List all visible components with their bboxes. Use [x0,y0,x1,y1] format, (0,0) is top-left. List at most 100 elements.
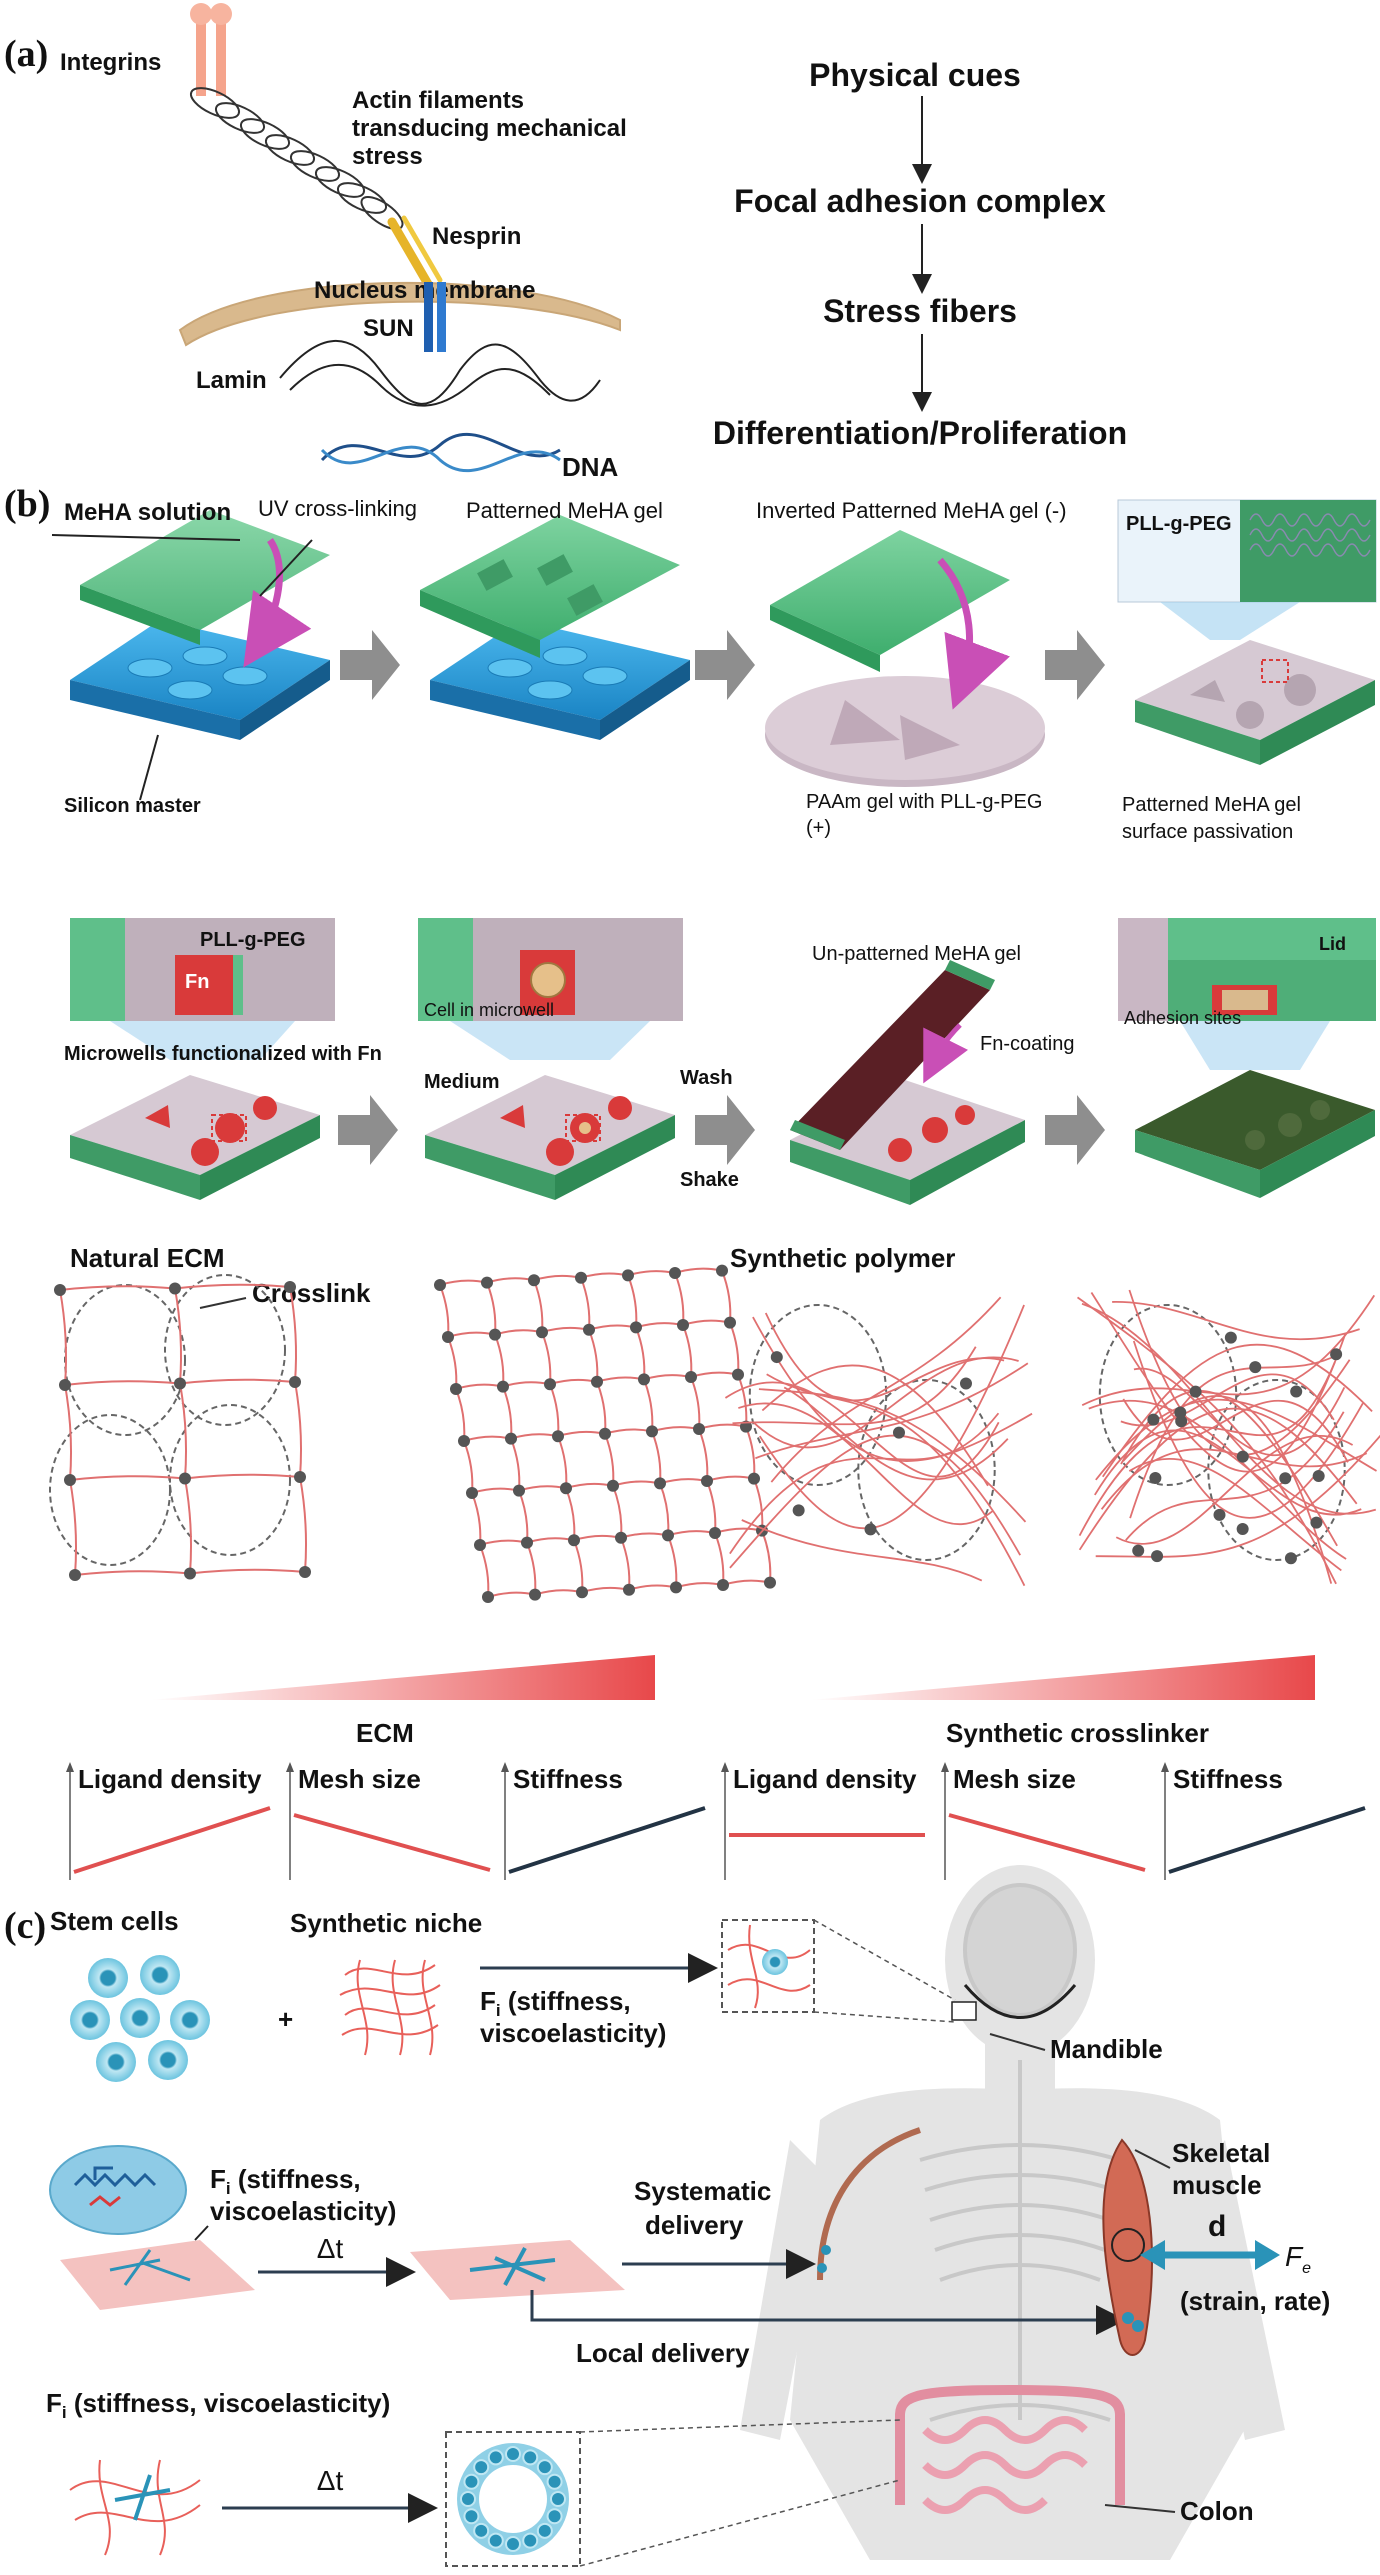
lamin-icon [279,340,601,405]
step-arrow-6 [1045,1095,1105,1165]
crosslink-node [560,1482,572,1495]
crosslink-node [685,1371,697,1383]
actin-label-line1: Actin filaments [352,87,524,114]
displacement-label: d [1208,2210,1226,2243]
mandible-label: Mandible [1050,2034,1163,2064]
flow-step-2: Focal adhesion complex [734,183,1106,219]
lid-adhesion-inset [1118,918,1376,1070]
paam-label-line1: PAAm gel with PLL-g-PEG [806,791,1042,813]
lid-label: Lid [1319,934,1346,954]
crosslink-node [169,1282,181,1295]
nesprin-label: Nesprin [432,223,521,250]
microwell-gel-2 [425,1075,675,1200]
local-delivery-label: Local delivery [576,2338,750,2368]
patterned-gel-on-master [420,515,690,740]
panel-c: (c) Mandible Stem cells [4,1865,1330,2567]
fi3-label: Fi (stiffness, viscoelasticity) [46,2388,390,2422]
trend-line [508,1806,706,1874]
cell-cluster-network-icon [69,2459,201,2556]
fi1-label: Fi (stiffness, [480,1986,631,2020]
medium-label: Medium [424,1071,500,1093]
panel-a-letter: (a) [4,33,48,75]
skeletal-label-line1: Skeletal [1172,2138,1270,2168]
crosslink-node [1224,1331,1237,1344]
organoid-icon [445,2419,901,2567]
crosslink-node [466,1487,478,1499]
trend-plot: Stiffness [1161,1762,1366,1880]
colon-icon [895,2384,1125,2514]
crosslink-node [513,1484,525,1497]
trend-plot-title: Mesh size [298,1764,421,1794]
crosslink-node [770,1351,783,1364]
crosslink-node [709,1527,721,1539]
trend-plot: Stiffness [501,1762,706,1880]
delta-t-2: Δt [317,2465,344,2496]
natural-ecm-network-loose [49,1274,311,1581]
delta-t-1: Δt [317,2233,344,2264]
crosslink-node [607,1479,619,1492]
trend-plot: Mesh size [286,1762,491,1880]
step-arrow-3 [1045,630,1105,700]
step-arrow-2 [695,630,755,700]
panel-a: (a) Integrins Actin filaments transducin… [4,3,1127,482]
stem-cells-icon [70,1955,210,2082]
substrate-1 [60,2240,255,2310]
crosslink-node [482,1591,494,1603]
fi2-label: Fi (stiffness, [210,2164,361,2198]
systematic-label-line2: delivery [645,2210,744,2240]
crosslink-node [474,1539,486,1551]
inverted-gel-on-paam [765,530,1045,787]
strain-rate-label: (strain, rate) [1180,2286,1330,2316]
crosslink-node [568,1534,580,1547]
crosslink-node [724,1316,736,1329]
natural-ecm-label: Natural ECM [70,1243,225,1273]
crosslink-node [54,1284,66,1296]
uv-crosslinking-label: UV cross-linking [258,496,417,521]
synthetic-niche-label: Synthetic niche [290,1908,482,1938]
integrin-icon [190,3,232,96]
crosslink-node [599,1427,611,1440]
sealed-gel [1135,1070,1375,1198]
crosslink-node [623,1583,635,1596]
crosslink-node [289,1376,301,1388]
crosslink-node [442,1331,454,1343]
crosslink-node [748,1472,760,1485]
skeletal-label-line2: muscle [1172,2170,1262,2200]
inset1-pll-label: PLL-g-PEG [200,929,306,951]
crosslink-node [646,1425,658,1438]
shake-label: Shake [680,1169,739,1191]
crosslink-node [294,1471,306,1483]
fi2-label-line2: viscoelasticity) [210,2196,396,2226]
crosslink-node [732,1368,744,1381]
local-delivery-arrow [530,2290,1126,2335]
integrins-label: Integrins [60,49,161,76]
crosslink-node [792,1504,805,1517]
crosslink-node [583,1323,595,1336]
crosslink-node [59,1379,71,1391]
trend-line [1168,1806,1366,1874]
trend-plot-title: Ligand density [733,1764,917,1794]
crosslink-node [529,1588,541,1601]
panel-b-letter: (b) [4,483,50,525]
flow-step-3: Stress fibers [823,293,1017,329]
flow-step-4: Differentiation/Proliferation [713,415,1127,451]
panel-b: (b) MeHA solution UV cross-linking Silic… [4,483,1380,1880]
trend-line [948,1813,1146,1872]
panel-c-letter: (c) [4,1905,46,1947]
crosslink-node [669,1267,681,1279]
synthetic-network-loose [724,1296,1033,1587]
plus-sign: + [278,2004,293,2034]
actin-label-line3: stress [352,143,423,170]
meha-solution-label: MeHA solution [64,499,231,526]
crosslink-node [299,1566,311,1578]
crosslink-node [1284,1552,1297,1565]
crosslink-node [1189,1385,1202,1398]
crosslink-node [458,1435,470,1447]
crosslink-node [670,1581,682,1594]
crosslink-node [1330,1348,1343,1361]
systematic-label-line1: Systematic [634,2176,771,2206]
lamin-label: Lamin [196,367,267,394]
crosslink-node [693,1423,705,1435]
